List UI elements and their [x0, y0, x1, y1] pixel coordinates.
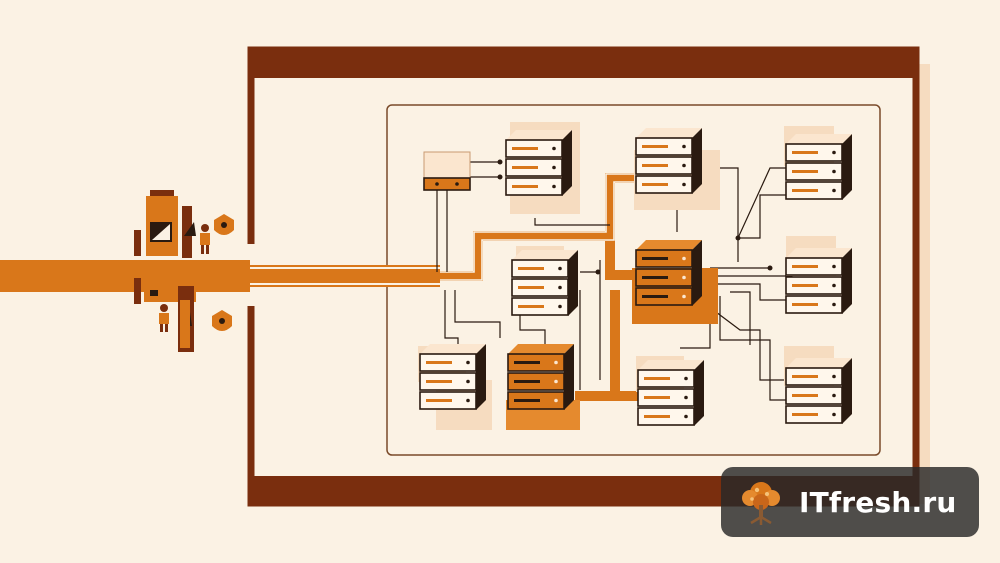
person-icon [200, 224, 210, 254]
shield-icon [212, 310, 232, 331]
brand-watermark: ITfresh.ru [721, 467, 979, 537]
building-icon [134, 190, 196, 258]
brand-name: ITfresh.ru [799, 485, 957, 519]
building-icon [134, 278, 196, 352]
main-pipe [0, 260, 440, 292]
shield-icon [214, 214, 234, 235]
orange-trunks [440, 173, 648, 401]
router-icon [423, 151, 471, 191]
cable-lines [436, 161, 790, 401]
person-icon [159, 304, 169, 332]
tree-logo-icon [742, 482, 780, 525]
access-point-cluster [134, 190, 234, 352]
